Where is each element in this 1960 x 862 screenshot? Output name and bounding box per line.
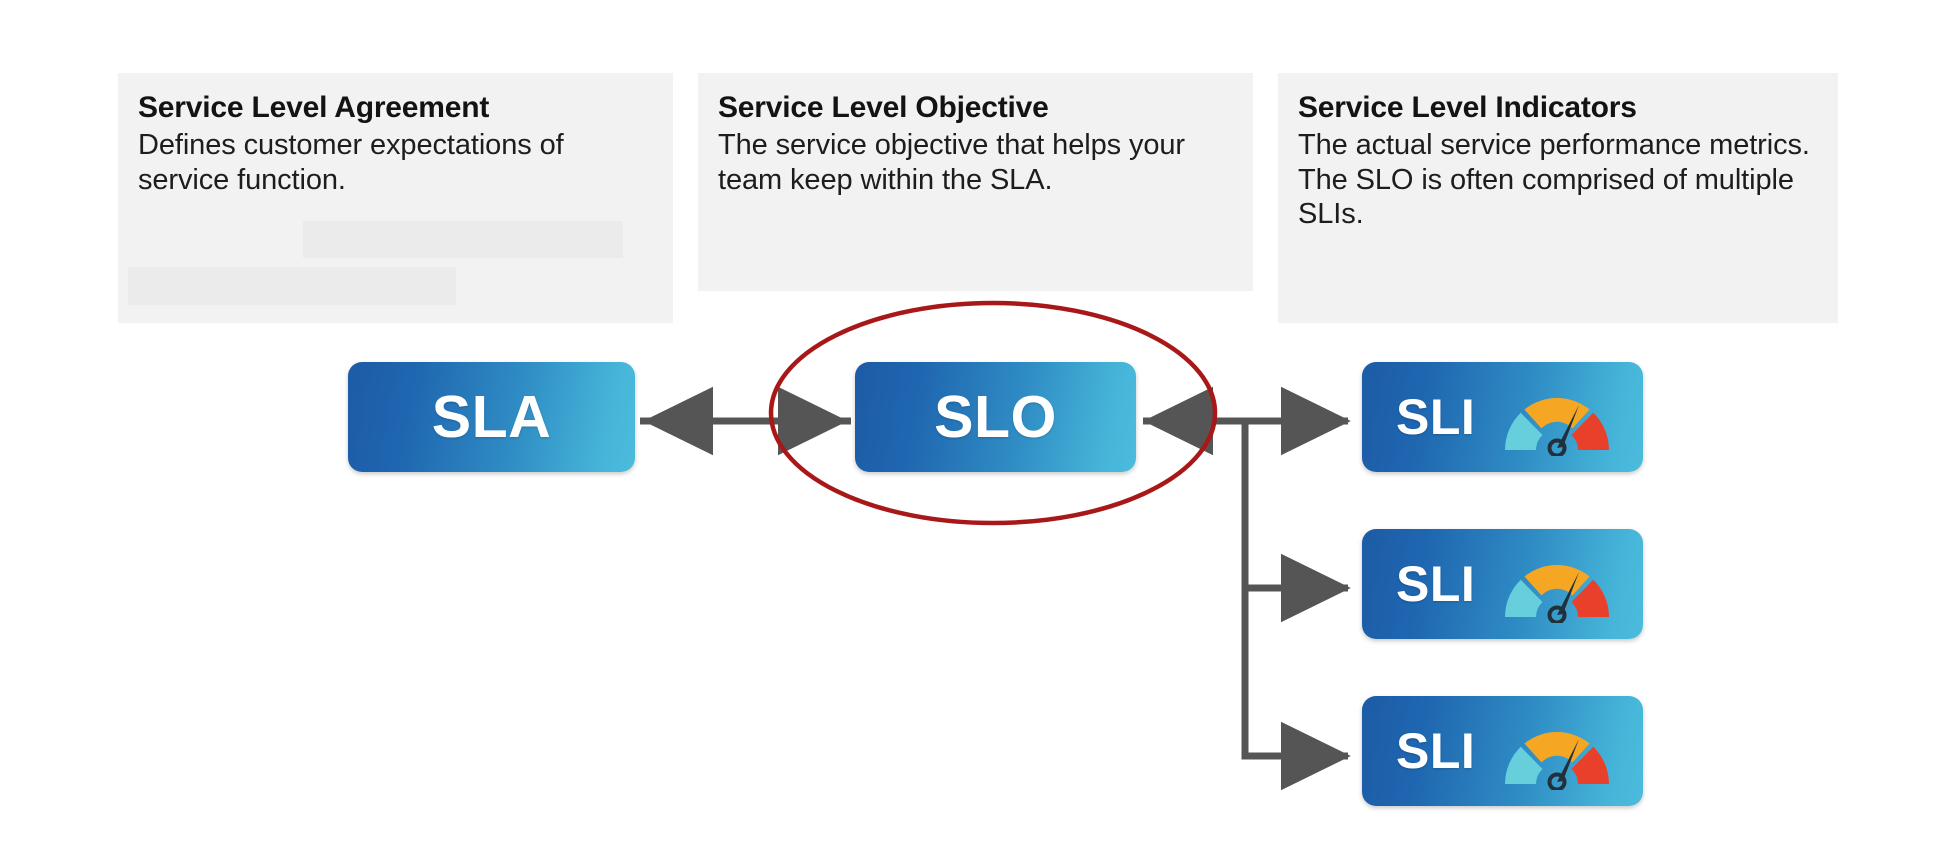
node-label: SLO (934, 383, 1057, 450)
node-slo[interactable]: SLO (855, 362, 1136, 472)
card-body: The actual service performance metrics. … (1298, 129, 1810, 231)
node-sli-3[interactable]: SLI (1362, 696, 1643, 806)
connector-sli-branches (1241, 421, 1351, 791)
node-sli-2[interactable]: SLI (1362, 529, 1643, 639)
node-label: SLI (1396, 723, 1476, 779)
node-sli-1[interactable]: SLI (1362, 362, 1643, 472)
card-body: The service objective that helps your te… (718, 129, 1185, 196)
node-label: SLI (1396, 389, 1476, 445)
card-title: Service Level Agreement (138, 91, 490, 124)
redaction-block-2 (128, 267, 456, 305)
redaction-block-1 (303, 221, 623, 258)
card-title: Service Level Objective (718, 91, 1049, 124)
card-service-level-objective: Service Level Objective The service obje… (698, 73, 1253, 291)
card-body: Defines customer expectations of service… (138, 129, 564, 196)
gauge-icon (1495, 712, 1619, 790)
card-service-level-indicators: Service Level Indicators The actual serv… (1278, 73, 1838, 323)
gauge-icon (1495, 378, 1619, 456)
node-label: SLI (1396, 556, 1476, 612)
node-label: SLA (431, 383, 552, 450)
card-title: Service Level Indicators (1298, 91, 1637, 124)
gauge-icon (1495, 545, 1619, 623)
node-sla[interactable]: SLA (348, 362, 635, 472)
